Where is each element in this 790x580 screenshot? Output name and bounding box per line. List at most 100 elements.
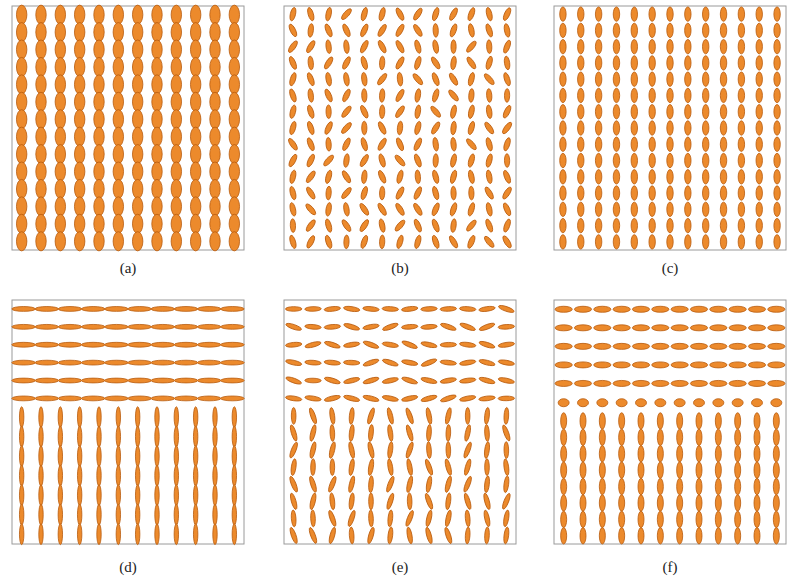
- molecule-ellipse: [619, 446, 625, 462]
- molecule-ellipse: [97, 426, 101, 447]
- molecule-ellipse: [613, 56, 619, 70]
- molecule-ellipse: [631, 218, 637, 232]
- molecule-ellipse: [74, 110, 84, 129]
- molecule-ellipse: [638, 528, 644, 544]
- molecule-ellipse: [55, 40, 65, 59]
- molecule-ellipse: [39, 465, 43, 486]
- molecule-ellipse: [174, 524, 178, 545]
- panel-label: (b): [391, 260, 409, 277]
- molecule-ellipse: [367, 458, 374, 475]
- molecule-ellipse: [667, 235, 673, 249]
- molecule-ellipse: [735, 495, 741, 511]
- molecule-ellipse: [667, 137, 673, 151]
- molecule-ellipse: [501, 424, 511, 441]
- molecule-ellipse: [35, 378, 59, 383]
- molecule-ellipse: [677, 495, 683, 511]
- molecule-ellipse: [555, 325, 572, 331]
- molecule-ellipse: [135, 426, 139, 447]
- molecule-ellipse: [190, 214, 200, 233]
- molecule-ellipse: [774, 39, 780, 53]
- molecule-ellipse: [756, 39, 762, 53]
- molecule-ellipse: [77, 407, 81, 428]
- molecule-ellipse: [432, 137, 439, 151]
- molecule-ellipse: [94, 145, 104, 164]
- molecule-ellipse: [425, 527, 434, 544]
- molecule-ellipse: [113, 214, 123, 233]
- molecule-ellipse: [310, 510, 315, 527]
- molecule-ellipse: [81, 342, 105, 347]
- molecule-ellipse: [768, 380, 785, 386]
- molecule-ellipse: [430, 56, 442, 70]
- molecule-ellipse: [613, 39, 619, 53]
- molecule-ellipse: [613, 121, 619, 135]
- molecule-ellipse: [55, 145, 65, 164]
- molecule-ellipse: [132, 110, 142, 129]
- molecule-ellipse: [74, 197, 84, 216]
- molecule-ellipse: [720, 88, 726, 102]
- molecule-ellipse: [595, 235, 601, 249]
- molecule-ellipse: [387, 441, 394, 458]
- molecule-ellipse: [135, 465, 139, 486]
- molecule-ellipse: [174, 426, 178, 447]
- molecule-ellipse: [329, 493, 335, 510]
- molecule-ellipse: [363, 323, 380, 330]
- molecule-ellipse: [578, 202, 584, 216]
- molecule-ellipse: [55, 23, 65, 42]
- molecule-ellipse: [599, 429, 605, 445]
- molecule-ellipse: [151, 396, 175, 401]
- molecule-ellipse: [359, 23, 369, 38]
- panel-label: (e): [392, 559, 409, 576]
- molecule-ellipse: [39, 504, 43, 525]
- molecule-ellipse: [344, 235, 350, 249]
- molecule-ellipse: [574, 380, 591, 386]
- molecule-ellipse: [649, 88, 655, 102]
- molecule-ellipse: [685, 202, 691, 216]
- molecule-ellipse: [152, 75, 162, 94]
- molecule-ellipse: [58, 378, 82, 383]
- molecule-ellipse: [729, 306, 746, 312]
- molecule-ellipse: [501, 493, 511, 510]
- molecule-ellipse: [774, 186, 780, 200]
- molecule-ellipse: [638, 413, 644, 429]
- molecule-ellipse: [652, 343, 669, 349]
- molecule-ellipse: [343, 202, 350, 216]
- molecule-ellipse: [387, 458, 394, 475]
- molecule-ellipse: [197, 378, 221, 383]
- molecule-ellipse: [459, 306, 476, 312]
- molecule-ellipse: [190, 40, 200, 59]
- molecule-ellipse: [448, 235, 459, 249]
- molecule-ellipse: [754, 478, 760, 494]
- molecule-ellipse: [128, 324, 152, 329]
- molecule-ellipse: [555, 306, 572, 312]
- molecule-ellipse: [229, 197, 239, 216]
- molecule-ellipse: [341, 219, 353, 233]
- molecule-ellipse: [468, 23, 476, 37]
- molecule-ellipse: [58, 446, 62, 467]
- molecule-ellipse: [171, 23, 181, 42]
- molecule-ellipse: [116, 407, 120, 428]
- molecule-ellipse: [485, 153, 493, 167]
- molecule-ellipse: [94, 127, 104, 146]
- molecule-ellipse: [232, 485, 236, 506]
- molecule-ellipse: [649, 153, 655, 167]
- molecule-ellipse: [348, 493, 355, 510]
- molecule-ellipse: [232, 446, 236, 467]
- molecule-ellipse: [94, 40, 104, 59]
- molecule-ellipse: [305, 360, 322, 366]
- molecule-ellipse: [395, 137, 405, 152]
- molecule-ellipse: [190, 197, 200, 216]
- molecule-ellipse: [401, 324, 418, 330]
- molecule-ellipse: [613, 153, 619, 167]
- molecule-ellipse: [720, 72, 726, 86]
- molecule-ellipse: [128, 396, 152, 401]
- molecule-ellipse: [324, 340, 341, 349]
- molecule-ellipse: [431, 88, 440, 103]
- molecule-ellipse: [748, 325, 765, 331]
- molecule-ellipse: [463, 441, 473, 458]
- molecule-ellipse: [367, 441, 375, 458]
- molecule-ellipse: [738, 105, 744, 119]
- molecule-ellipse: [560, 137, 566, 151]
- molecule-ellipse: [478, 376, 495, 385]
- molecule-ellipse: [720, 7, 726, 21]
